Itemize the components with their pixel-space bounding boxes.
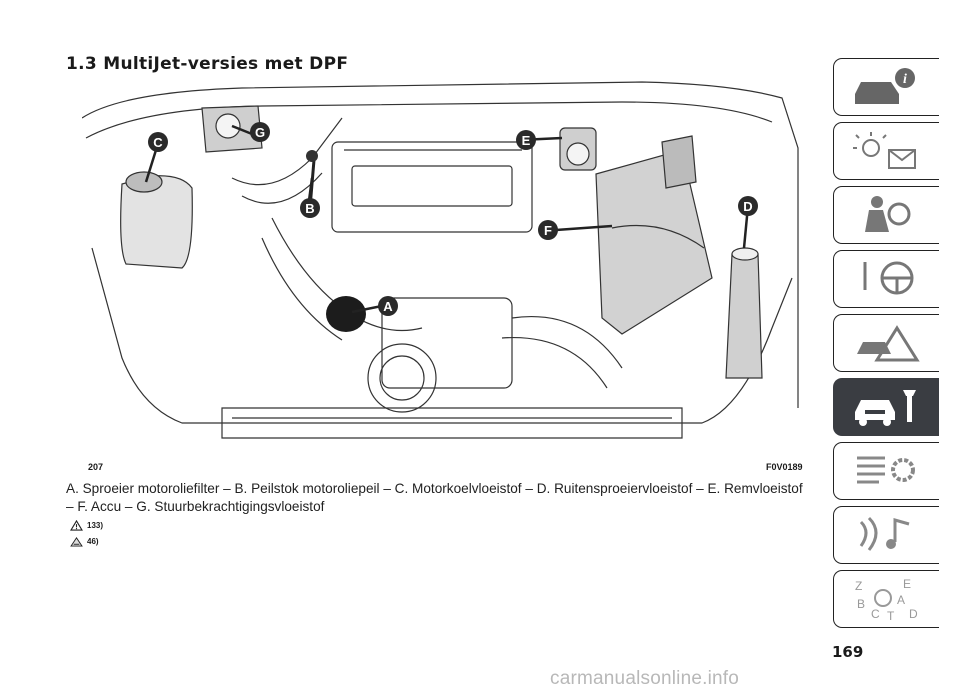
car-info-icon: i [854,68,915,104]
warning-triangle-icon [70,520,83,531]
svg-text:C: C [153,135,163,150]
svg-text:C: C [871,607,880,621]
svg-text:E: E [903,577,911,591]
media-note-icon [859,516,909,551]
svg-text:A: A [383,299,393,314]
figure-code: F0V0189 [766,462,803,472]
svg-text:F: F [544,223,552,238]
watermark: carmanualsonline.info [550,668,740,689]
warning-ref-text: 133) [87,521,104,530]
tab-emergency[interactable] [833,314,939,372]
engine-bay-drawing: C G E B D F A [82,81,799,439]
svg-text:D: D [743,199,752,214]
car-crash-warning-icon [856,325,920,362]
section-title: 1.3 MultiJet-versies met DPF [66,54,349,74]
callout-d: D [738,196,758,216]
tab-airbag[interactable] [833,186,939,244]
steering-key-icon [863,261,913,295]
tab-multimedia[interactable] [833,506,939,564]
figure-caption: A. Sproeier motoroliefilter – B. Peilsto… [66,481,803,514]
svg-text:B: B [305,201,314,216]
callout-e: E [516,130,536,150]
lights-mail-icon [852,132,916,169]
car-wrench-icon [854,390,916,426]
warning-reference[interactable]: 133) [70,520,103,531]
page-number: 169 [832,643,864,661]
figure-number: 207 [88,462,104,472]
callout-f: F [538,220,558,240]
svg-text:i: i [903,72,907,87]
callout-g: G [250,122,270,142]
tab-maintenance[interactable] [833,378,939,436]
svg-text:E: E [522,133,531,148]
svg-text:D: D [909,607,918,621]
svg-text:Z: Z [855,579,862,593]
svg-text:T: T [887,609,895,622]
airbag-person-icon [864,196,910,232]
svg-text:A: A [897,593,905,607]
callout-b: B [300,198,320,218]
engine-bay-illustration: C G E B D F A [82,78,802,456]
svg-text:B: B [857,597,865,611]
caution-reference[interactable]: 46) [70,536,99,547]
svg-text:G: G [255,125,265,140]
callout-c: C [148,132,168,152]
callout-a: A [378,296,398,316]
tab-lights-mail[interactable] [833,122,939,180]
tab-steering[interactable] [833,250,939,308]
caution-icon [70,537,83,547]
list-gear-icon [856,456,915,484]
tab-car-info[interactable]: i [833,58,939,116]
caution-ref-text: 46) [87,537,99,546]
tab-technical-data[interactable] [833,442,939,500]
